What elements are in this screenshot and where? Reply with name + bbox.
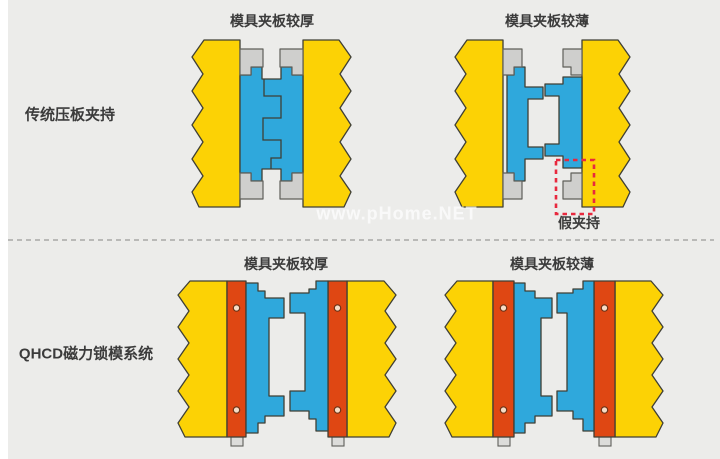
bolt-hole <box>333 406 342 414</box>
title-traditional-thin: 模具夹板较薄 <box>505 13 589 29</box>
press-platen-right <box>302 39 352 208</box>
mold-half-left <box>506 66 544 182</box>
mold-half-right <box>556 280 595 432</box>
page-left-margin <box>0 0 8 459</box>
mold-half-right <box>289 280 329 432</box>
magnet-plate-foot-left <box>497 436 511 447</box>
magnet-plate-foot-right <box>331 436 345 447</box>
bolt-hole <box>333 304 342 312</box>
magnet-plate-foot-left <box>230 436 244 447</box>
press-platen-right <box>614 280 664 438</box>
diagram-traditional-thin <box>454 39 631 216</box>
clamp-top-right <box>562 48 583 76</box>
press-platen-left <box>191 39 241 208</box>
diagram-magnetic-thick <box>177 280 397 447</box>
title-magnetic-thin: 模具夹板较薄 <box>510 256 594 272</box>
row-label-magnetic: QHCD磁力锁模系统 <box>18 345 154 363</box>
mold-parting-line <box>262 79 282 169</box>
mold-half-left <box>513 282 553 434</box>
bolt-hole <box>499 406 508 414</box>
bolt-hole <box>232 304 241 312</box>
clamp-top-left <box>239 48 264 76</box>
press-platen-left <box>454 39 504 208</box>
press-platen-right <box>346 280 397 438</box>
magnet-plate-foot-right <box>598 436 612 447</box>
clamp-bottom-right <box>279 172 304 200</box>
press-platen-left <box>177 280 228 438</box>
clamp-bottom-left <box>239 172 264 200</box>
diagram-magnetic-thin <box>444 280 664 447</box>
watermark: www.pHome.NET <box>316 203 478 224</box>
clamp-top-left <box>502 48 523 76</box>
title-traditional-thick: 模具夹板较厚 <box>230 13 314 29</box>
clamp-bottom-left <box>502 172 523 200</box>
mold-half-right <box>544 76 583 169</box>
clamp-top-right <box>279 48 304 76</box>
mold-half-left <box>245 282 285 434</box>
press-platen-left <box>444 280 494 438</box>
row-label-traditional: 传统压板夹持 <box>24 106 116 124</box>
clamp-bottom-right <box>562 172 583 200</box>
bolt-hole <box>600 406 609 414</box>
false-clamp-highlight-box <box>554 158 596 216</box>
title-magnetic-thick: 模具夹板较厚 <box>244 256 328 272</box>
bolt-hole <box>232 406 241 414</box>
bolt-hole <box>499 304 508 312</box>
false-clamp-annotation: 假夹持 <box>558 215 600 231</box>
press-platen-right <box>581 39 631 208</box>
diagram-traditional-thick <box>191 39 352 208</box>
bolt-hole <box>600 304 609 312</box>
